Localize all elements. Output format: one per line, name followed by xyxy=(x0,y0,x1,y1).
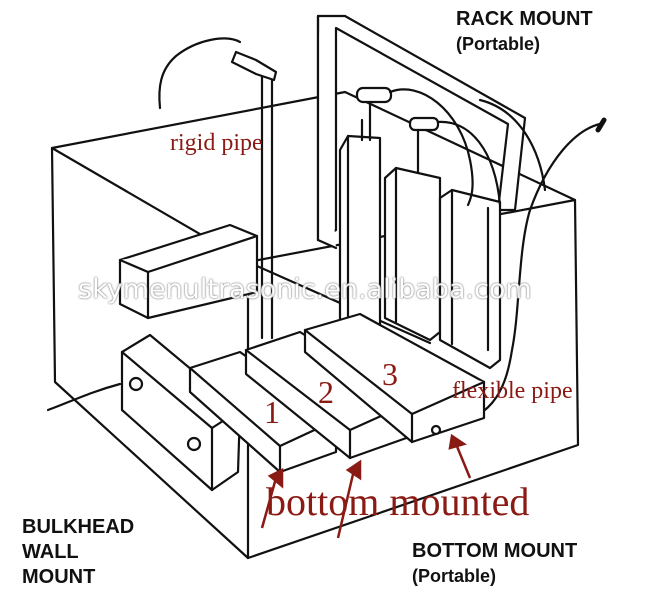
bottom-transducer-1 xyxy=(188,350,338,474)
label-rack-mount-sub: (Portable) xyxy=(456,34,541,54)
label-mount: MOUNT xyxy=(22,566,96,588)
sidewall-transducer xyxy=(118,223,259,320)
flexible-pipe xyxy=(438,117,607,430)
rack-transducer-2 xyxy=(383,166,442,342)
label-number-2: 2 xyxy=(318,374,334,410)
rack-transducer-1 xyxy=(338,134,382,340)
annotation-arrows xyxy=(260,433,472,539)
bottom-transducer-2 xyxy=(244,330,414,460)
label-number-3: 3 xyxy=(382,356,398,392)
label-bottom-mount: BOTTOM MOUNT xyxy=(412,540,578,562)
label-bottom-mounted: bottom mounted xyxy=(266,479,530,524)
label-bulkhead: BULKHEAD xyxy=(22,516,135,538)
label-number-1: 1 xyxy=(264,394,280,430)
label-bottom-mount-sub: (Portable) xyxy=(412,566,497,586)
label-wall: WALL xyxy=(22,541,79,563)
label-flexible-pipe: flexible pipe xyxy=(452,378,573,404)
rack-transducer-3 xyxy=(438,188,502,370)
label-rack-mount: RACK MOUNT xyxy=(456,8,593,30)
rigid-pipe xyxy=(158,37,278,340)
bulkhead-mount xyxy=(46,333,242,492)
rack-connectors xyxy=(355,86,547,207)
label-rigid-pipe: rigid pipe xyxy=(170,130,263,156)
rack-frame xyxy=(316,14,527,250)
watermark-text: skymenultrasonic.en.alibaba.com xyxy=(78,274,532,305)
bottom-transducer-3 xyxy=(303,312,486,444)
